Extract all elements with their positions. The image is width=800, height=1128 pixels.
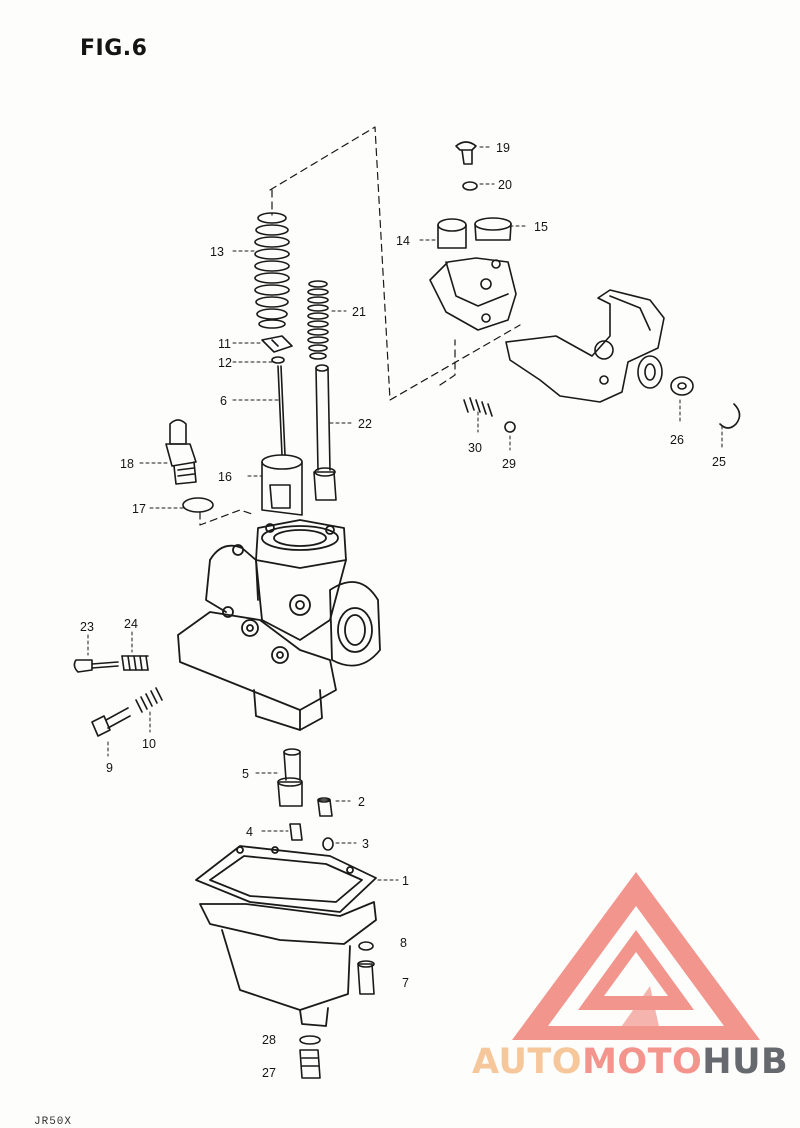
carburetor-body — [177, 519, 381, 731]
part-23-throttle-stop-screw — [73, 659, 119, 673]
part-19-screw — [455, 141, 477, 165]
watermark-word-auto: AUTO — [472, 1042, 583, 1082]
watermark-text: AUTOMOTOHUB — [472, 1042, 788, 1082]
part-20-washer — [462, 181, 478, 191]
callout-28: 28 — [262, 1033, 276, 1047]
callout-29: 29 — [502, 457, 516, 471]
callout-25: 25 — [712, 455, 726, 469]
callout-21: 21 — [352, 305, 366, 319]
callout-17: 17 — [132, 502, 146, 516]
starter-lever — [505, 289, 665, 403]
part-3-main-jet — [322, 837, 334, 851]
part-5-needle-jet — [277, 748, 303, 807]
callout-24: 24 — [124, 617, 138, 631]
part-4-needle-valve — [289, 823, 303, 841]
part-1-float-chamber — [195, 845, 377, 1027]
part-12-needle-clip — [271, 356, 285, 364]
callout-10: 10 — [142, 737, 156, 751]
callout-3: 3 — [362, 837, 369, 851]
part-21-choke-spring — [307, 280, 329, 360]
footer-model-code: JR50X — [34, 1116, 73, 1128]
callout-20: 20 — [498, 178, 512, 192]
callout-19: 19 — [496, 141, 510, 155]
part-16-throttle-valve — [261, 454, 303, 516]
part-7-screw — [357, 960, 375, 995]
part-24-screw-spring — [121, 655, 149, 671]
callout-numbers: 1 2 3 4 5 6 7 8 9 10 11 12 13 14 15 16 1… — [80, 141, 726, 1080]
callout-4: 4 — [246, 825, 253, 839]
watermark-logo-icon — [512, 872, 760, 1040]
callout-13: 13 — [210, 245, 224, 259]
callout-6: 6 — [220, 394, 227, 408]
callout-5: 5 — [242, 767, 249, 781]
part-28-drain-washer — [299, 1035, 321, 1045]
callout-2: 2 — [358, 795, 365, 809]
callout-12: 12 — [218, 356, 232, 370]
assembly-guide-lines — [199, 126, 521, 526]
callout-22: 22 — [358, 417, 372, 431]
part-30-spring — [463, 397, 493, 417]
part-27-drain-plug — [299, 1049, 321, 1079]
starter-lever-bracket — [429, 257, 517, 331]
part-29-ball — [504, 421, 516, 433]
part-11-needle-clip-plate — [261, 335, 293, 353]
callout-14: 14 — [396, 234, 410, 248]
callout-8: 8 — [400, 936, 407, 950]
part-15-rubber-cap — [474, 217, 512, 241]
part-6-jet-needle — [277, 365, 286, 456]
callout-16: 16 — [218, 470, 232, 484]
callout-11: 11 — [218, 337, 231, 351]
callout-15: 15 — [534, 220, 548, 234]
callout-26: 26 — [670, 433, 684, 447]
callout-9: 9 — [106, 761, 113, 775]
part-9-air-screw — [91, 707, 131, 737]
watermark-word-hub: HUB — [702, 1042, 789, 1082]
part-14-cap — [437, 218, 467, 249]
part-13-throttle-spring — [254, 212, 290, 329]
part-8-washer — [358, 941, 374, 951]
part-17-gasket — [182, 497, 214, 513]
callout-1: 1 — [402, 874, 409, 888]
figure-title: FIG.6 — [80, 36, 148, 61]
callout-7: 7 — [402, 976, 409, 990]
callout-27: 27 — [262, 1066, 276, 1080]
part-26-washer — [670, 376, 694, 396]
callout-leader-lines — [87, 146, 723, 881]
callout-23: 23 — [80, 620, 94, 634]
part-26-bush — [637, 355, 663, 389]
part-18-air-vent-nipple — [165, 419, 197, 485]
callout-18: 18 — [120, 457, 134, 471]
part-25-e-clip — [719, 403, 741, 429]
part-22-starter-plunger — [313, 364, 337, 501]
watermark-word-moto: MOTO — [582, 1042, 703, 1082]
part-2-pilot-jet — [317, 797, 333, 817]
part-10-air-screw-spring — [135, 687, 163, 713]
callout-30: 30 — [468, 441, 482, 455]
